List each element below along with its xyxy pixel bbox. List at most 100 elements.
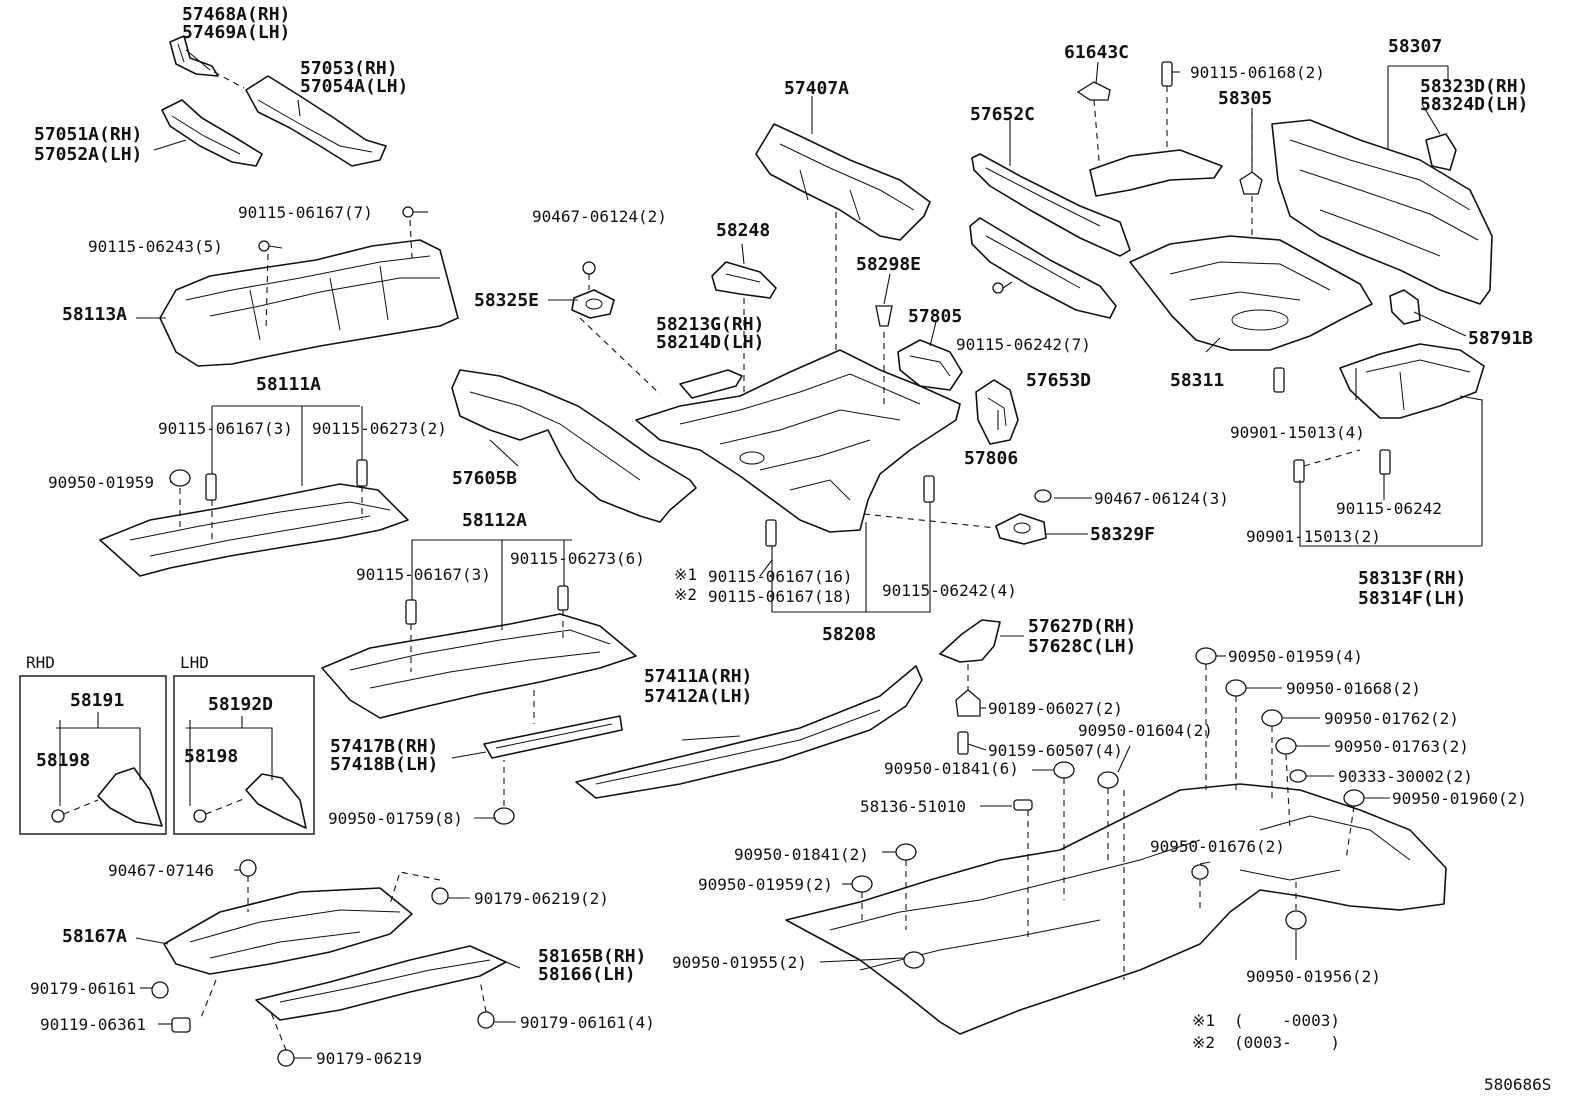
label-90950-01959-4: 90950-01959(4) (1228, 647, 1363, 666)
bolt-90901-15013-b (1293, 459, 1305, 483)
footnote-2-mark: ※2 (1192, 1033, 1215, 1052)
bolt-90115-06167-a (402, 206, 428, 218)
label-90950-01762-2: 90950-01762(2) (1324, 709, 1459, 728)
label-90950-01956-2: 90950-01956(2) (1246, 967, 1381, 986)
label-90179-06219-2: 90179-06219(2) (474, 889, 609, 908)
floor-58111A (99, 483, 409, 577)
clip-58305 (1239, 171, 1263, 195)
label-57412A: 57412A(LH) (644, 686, 752, 707)
label-90115-06168-2: 90115-06168(2) (1190, 63, 1325, 82)
label-57052A: 57052A(LH) (34, 144, 142, 165)
label-57806: 57806 (964, 448, 1018, 469)
bolt-90467-06124-b (1034, 489, 1052, 503)
bolt-58112A-2 (557, 585, 569, 611)
label-57469A: 57469A(LH) (182, 22, 290, 43)
pad-57806 (975, 379, 1019, 445)
label-58298E: 58298E (856, 254, 921, 275)
nut-90179-06161 (151, 981, 169, 999)
label-mark-2: ※2 (674, 585, 697, 604)
tunnel-57605B (451, 369, 697, 523)
label-90950-01668-2: 90950-01668(2) (1286, 679, 1421, 698)
label-58305: 58305 (1218, 88, 1272, 109)
label-90950-01960-2: 90950-01960(2) (1392, 789, 1527, 808)
label-90950-01676-2: 90950-01676(2) (1150, 837, 1285, 856)
cover-58165B (255, 945, 507, 1021)
label-57805: 57805 (908, 306, 962, 327)
cover-58192D (245, 773, 307, 829)
plug-90950-01956 (1285, 910, 1307, 930)
label-90950-01841-6: 90950-01841(6) (884, 759, 1019, 778)
label-58165B: 58165B(RH) (538, 946, 646, 967)
label-90901-15013-2: 90901-15013(2) (1246, 527, 1381, 546)
label-58167A: 58167A (62, 926, 127, 947)
plug-90950-01959-2 (851, 875, 873, 893)
bolt-58208-1 (765, 519, 777, 547)
plug-90950-01759 (493, 807, 515, 825)
label-90115-06273-2: 90115-06273(2) (312, 419, 447, 438)
footnote-2-range: (0003- ) (1234, 1033, 1340, 1052)
label-58324D: 58324D(LH) (1420, 94, 1528, 115)
label-58314F: 58314F(LH) (1358, 588, 1466, 609)
clip-58136-51010 (1013, 799, 1033, 811)
bolt-90115-06168 (1161, 61, 1173, 87)
screw-58198-lhd (193, 797, 247, 823)
label-57652C: 57652C (970, 104, 1035, 125)
bracket-57627D (939, 619, 1001, 663)
diagram-id: 580686S (1484, 1075, 1551, 1094)
bracket-58248 (711, 261, 777, 299)
floor-58208 (635, 349, 961, 533)
label-58198-lhd: 58198 (184, 746, 238, 767)
plug-90333-30002 (1289, 769, 1307, 783)
label-90950-01759-8: 90950-01759(8) (328, 809, 463, 828)
label-90950-01955-2: 90950-01955(2) (672, 953, 807, 972)
member-57051A (161, 99, 263, 167)
bracket-upper-rear (1089, 149, 1223, 197)
label-58311: 58311 (1170, 370, 1224, 391)
plug-90950-01841-6 (1053, 761, 1075, 779)
cover-58167A (163, 887, 413, 975)
member-57653D (969, 217, 1117, 319)
label-58112A: 58112A (462, 510, 527, 531)
label-90115-06242-4: 90115-06242(4) (882, 581, 1017, 600)
plug-90950-01676 (1191, 864, 1209, 880)
label-58323D: 58323D(RH) (1420, 76, 1528, 97)
label-mark-1: ※1 (674, 565, 697, 584)
label-61643C: 61643C (1064, 42, 1129, 63)
plug-90950-01960 (1343, 789, 1365, 807)
label-58248: 58248 (716, 220, 770, 241)
label-57653D: 57653D (1026, 370, 1091, 391)
label-90159-60507-4: 90159-60507(4) (988, 741, 1123, 760)
label-58208: 58208 (822, 624, 876, 645)
bolt-90115-06242-7 (992, 281, 1013, 294)
label-58313F: 58313F(RH) (1358, 568, 1466, 589)
pan-58311 (1129, 235, 1373, 351)
label-57627D: 57627D(RH) (1028, 616, 1136, 637)
label-90179-06161-4: 90179-06161(4) (520, 1013, 655, 1032)
floor-plug-sheet (785, 783, 1447, 1035)
rhd-box (19, 675, 167, 835)
plug-90950-01959-4 (1195, 647, 1217, 665)
label-90950-01959-2: 90950-01959(2) (698, 875, 833, 894)
nut-90189-06027 (955, 689, 981, 717)
label-58192D: 58192D (208, 694, 273, 715)
panel-58113A (159, 239, 459, 367)
plug-90950-01841-2 (895, 843, 917, 861)
label-57628C: 57628C(LH) (1028, 636, 1136, 657)
bolt-58208-2 (923, 475, 935, 503)
label-90119-06361: 90119-06361 (40, 1015, 146, 1034)
plug-90950-01763 (1275, 737, 1297, 755)
label-58329F: 58329F (1090, 524, 1155, 545)
plug-90950-01668 (1225, 679, 1247, 697)
label-57605B: 57605B (452, 468, 517, 489)
reinforcement-57417B (483, 715, 623, 759)
label-90115-06242: 90115-06242 (1336, 499, 1442, 518)
label-rhd: RHD (26, 653, 55, 672)
label-90333-30002-2: 90333-30002(2) (1338, 767, 1473, 786)
label-57407A: 57407A (784, 78, 849, 99)
label-90115-06167-3a: 90115-06167(3) (158, 419, 293, 438)
member-57652C (971, 153, 1131, 257)
plug-90950-01959 (169, 469, 191, 487)
bolt-58112A-1 (405, 599, 417, 625)
plug-90950-01604 (1097, 771, 1119, 789)
